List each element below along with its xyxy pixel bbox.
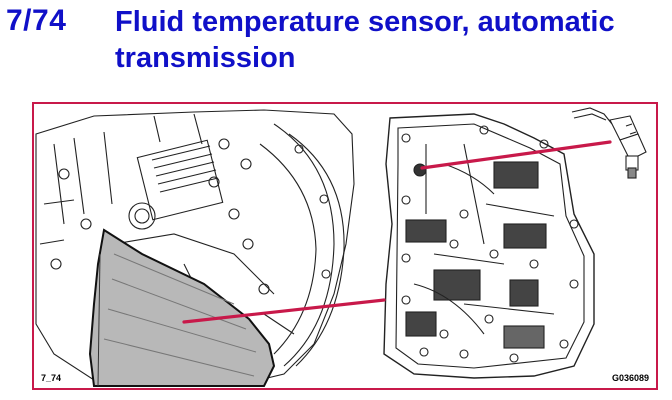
figure-label-left: 7_74 — [41, 373, 62, 383]
illustration-frame: 7_74 G036089 — [32, 102, 658, 390]
slide-number: 7/74 — [6, 4, 67, 37]
slide-heading: 7/74 Fluid temperature sensor, automatic… — [0, 0, 672, 96]
illustration-svg — [35, 107, 647, 387]
pointer-to-sensor — [420, 140, 612, 170]
oil-pan — [88, 228, 276, 387]
pointer-lines — [182, 140, 612, 324]
temperature-sensor-icon — [571, 107, 647, 179]
figure-label-right: G036089 — [611, 373, 649, 383]
valve-body-drawing — [383, 113, 595, 379]
slide-title: Fluid temperature sensor, automatic tran… — [115, 6, 615, 74]
pointer-to-oil-pan — [182, 298, 386, 324]
